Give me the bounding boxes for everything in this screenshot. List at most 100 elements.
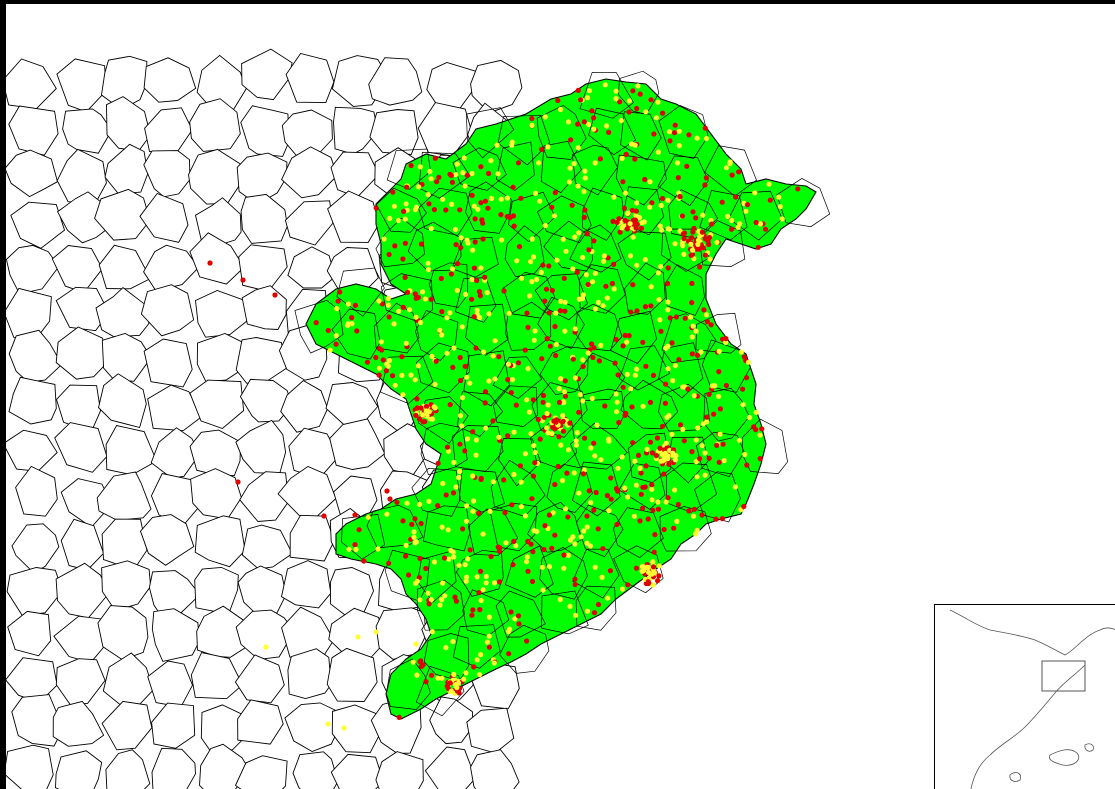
data-point (373, 629, 379, 635)
data-point (757, 221, 764, 227)
region-municipality-boundary (657, 155, 709, 207)
data-point (606, 438, 612, 444)
data-point (645, 516, 651, 522)
data-point (463, 518, 470, 525)
data-point (589, 108, 595, 114)
data-point (654, 435, 661, 441)
data-point (449, 201, 455, 207)
data-point (451, 459, 457, 465)
data-point (580, 471, 587, 477)
data-point (595, 526, 601, 532)
locator-inset-map[interactable] (934, 604, 1115, 789)
data-point (464, 574, 470, 580)
municipality-boundary (241, 524, 293, 570)
data-point (400, 256, 406, 262)
data-point (440, 580, 446, 586)
data-point (679, 213, 686, 219)
data-point (432, 155, 438, 161)
data-point (634, 308, 640, 314)
data-point (471, 265, 477, 271)
data-point (477, 293, 483, 299)
data-point (665, 495, 671, 501)
data-point (439, 309, 445, 315)
data-point (691, 393, 697, 399)
municipality-boundary (143, 150, 191, 198)
data-point (335, 298, 341, 304)
municipality-boundary (11, 523, 60, 574)
data-point (655, 270, 662, 276)
data-point (614, 409, 620, 415)
municipality-boundary (95, 287, 150, 338)
data-point (505, 433, 511, 439)
region-municipality-boundary (541, 590, 589, 635)
region-municipality-boundary (741, 418, 788, 474)
municipality-boundary (150, 427, 201, 479)
municipality-boundary (284, 702, 340, 752)
municipality-boundary (11, 694, 67, 747)
main-map[interactable] (6, 4, 1115, 789)
data-point (470, 607, 476, 613)
data-point (600, 303, 606, 309)
data-point (456, 562, 462, 568)
data-point (703, 312, 710, 318)
data-point (418, 520, 424, 527)
data-point (653, 115, 660, 121)
region-municipality-boundary (658, 383, 711, 432)
data-point (354, 328, 360, 334)
data-point (384, 361, 390, 367)
data-point (470, 247, 476, 253)
data-point (349, 315, 355, 321)
data-point (537, 198, 543, 204)
data-point (439, 675, 445, 681)
data-point (432, 405, 438, 411)
data-point (501, 288, 507, 294)
data-point (627, 253, 634, 259)
data-point (716, 459, 722, 465)
data-point (658, 227, 665, 233)
data-point (456, 474, 462, 481)
data-point (674, 160, 681, 166)
municipality-boundary (8, 376, 57, 425)
data-point (700, 421, 706, 427)
municipality-boundary (194, 566, 239, 616)
data-point (719, 199, 725, 205)
municipality-boundary (98, 373, 147, 429)
data-point (463, 291, 469, 297)
data-point (667, 315, 673, 321)
data-point (546, 512, 553, 518)
data-point (556, 386, 562, 392)
data-point (408, 162, 414, 169)
data-point (637, 91, 643, 97)
region-municipality-boundary (695, 312, 742, 354)
data-point (649, 482, 655, 488)
data-point (375, 546, 381, 552)
data-point (529, 115, 535, 122)
data-point (560, 399, 567, 405)
data-point (704, 319, 711, 325)
data-point (682, 315, 688, 321)
data-point (444, 444, 451, 450)
municipality-boundary (143, 338, 193, 388)
municipality-boundary (470, 749, 520, 789)
region-municipality-boundary (458, 468, 505, 513)
municipality-boundary (97, 605, 149, 661)
data-point (474, 277, 480, 284)
data-point (685, 386, 691, 392)
region-municipality-boundary (621, 186, 665, 236)
data-point (640, 505, 646, 511)
data-point (511, 223, 517, 229)
data-point (551, 418, 557, 424)
data-point (469, 192, 475, 198)
data-point (413, 412, 419, 418)
data-point (422, 296, 428, 302)
data-point (492, 580, 498, 586)
data-point (447, 402, 453, 408)
data-point (385, 302, 391, 308)
data-point (592, 160, 598, 166)
data-point (620, 384, 626, 390)
data-point (365, 514, 371, 520)
data-point (614, 521, 620, 528)
data-point (689, 351, 695, 357)
data-point (376, 298, 382, 304)
